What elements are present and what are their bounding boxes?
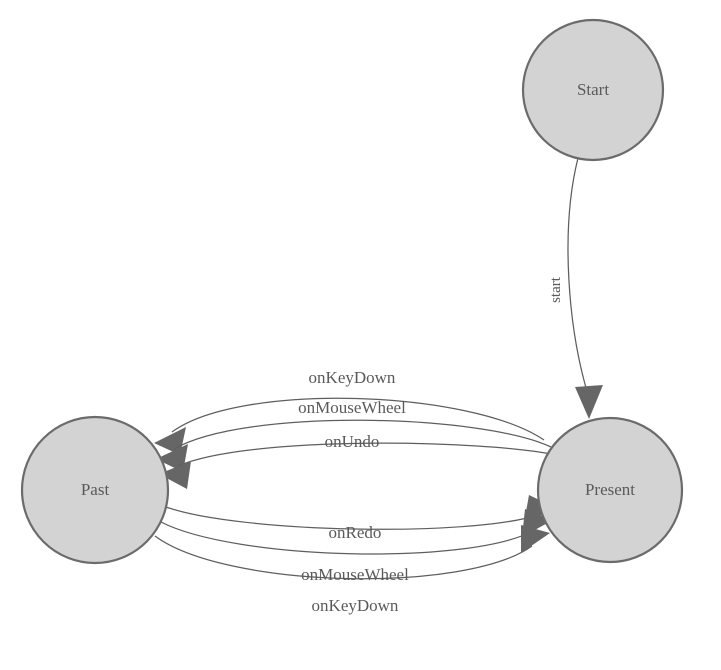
edge-path-start-present	[567, 157, 590, 399]
edge-label-past-present-onkeydown: onKeyDown	[312, 596, 399, 615]
arrowhead-present-past-1	[154, 427, 186, 455]
edge-past-present-onkeydown[interactable]	[154, 525, 550, 580]
node-start-circle	[521, 18, 665, 162]
edge-path-present-past-2	[173, 419, 552, 450]
edge-label-past-present-onredo: onRedo	[329, 523, 382, 542]
edge-path-past-present-1	[165, 506, 539, 530]
edge-start-present[interactable]	[567, 157, 603, 419]
node-start-label: Start	[577, 80, 609, 99]
edge-path-present-past-1	[171, 397, 545, 441]
edge-label-present-past-onkeydown: onKeyDown	[309, 368, 396, 387]
node-past[interactable]: Past	[20, 415, 170, 565]
edge-label-start: start	[548, 276, 564, 303]
edge-label-present-past-onmousewheel: onMouseWheel	[298, 398, 406, 417]
node-present-circle	[536, 416, 684, 564]
node-present-label: Present	[585, 480, 635, 499]
node-past-circle	[20, 415, 170, 565]
edge-present-past-onkeydown[interactable]	[154, 397, 545, 455]
node-past-label: Past	[81, 480, 110, 499]
edge-path-present-past-3	[177, 442, 557, 467]
node-start[interactable]: Start	[521, 18, 665, 162]
edge-present-past-onundo[interactable]	[159, 442, 557, 489]
edge-label-past-present-onmousewheel: onMouseWheel	[301, 565, 409, 584]
node-present[interactable]: Present	[536, 416, 684, 564]
arrowhead-past-present-3	[521, 525, 550, 553]
edge-label-present-past-onundo: onUndo	[325, 432, 380, 451]
edge-path-past-present-2	[160, 521, 536, 555]
arrowhead-start-present	[575, 385, 603, 419]
edge-path-past-present-3	[154, 535, 533, 580]
arrowhead-present-past-3	[159, 461, 191, 489]
